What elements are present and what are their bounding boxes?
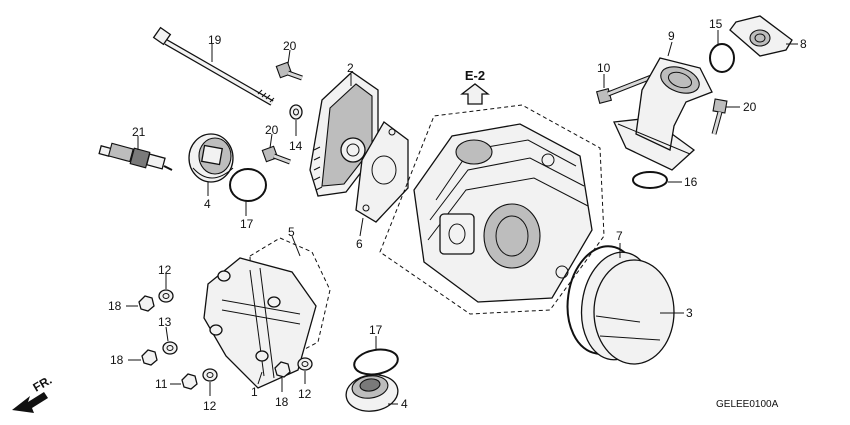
gasket-6 (355, 121, 409, 223)
callout-11: 11 (155, 377, 168, 391)
svg-text:FR.: FR. (31, 373, 55, 395)
callout-9: 9 (668, 29, 675, 43)
cylinder-head-e2 (379, 104, 605, 315)
callout-17: 17 (240, 217, 254, 231)
callout-2: 2 (347, 61, 354, 75)
callout-13: 13 (158, 315, 172, 329)
head-cover-5 (203, 237, 331, 389)
nut-18-bottom (274, 361, 291, 378)
spark-plug-21 (98, 142, 173, 171)
callout-17: 17 (369, 323, 383, 337)
callout-16: 16 (684, 175, 698, 189)
washer-13 (162, 341, 178, 355)
callout-19: 19 (208, 33, 222, 47)
section-ref-e2: E-2 (460, 68, 490, 105)
front-direction-indicator: FR. (12, 373, 54, 413)
bolt-20-upper (275, 61, 303, 81)
callout-8: 8 (800, 37, 807, 51)
svg-text:E-2: E-2 (465, 68, 485, 83)
tappet-cap-4-upper (188, 133, 234, 183)
arrow-up-icon (460, 83, 490, 105)
o-ring-17-lower (353, 348, 399, 376)
stud-bolt-19 (152, 26, 275, 106)
callout-12: 12 (158, 263, 172, 277)
callout-4: 4 (204, 197, 211, 211)
callout-20: 20 (283, 39, 297, 53)
reference-code: GELEE0100A (716, 399, 779, 410)
bolt-20-right (711, 98, 728, 135)
bolt-10 (595, 73, 655, 105)
callout-10: 10 (597, 61, 611, 75)
callout-18: 18 (110, 353, 124, 367)
callout-4: 4 (401, 397, 408, 411)
callout-15: 15 (709, 17, 723, 31)
callout-labels: 19 20 2 20 14 21 4 17 6 5 10 9 15 8 20 1… (108, 17, 807, 413)
nut-11 (181, 373, 198, 390)
callout-1: 1 (251, 385, 258, 399)
o-ring-15 (709, 43, 735, 73)
callout-12: 12 (298, 387, 312, 401)
o-ring-17-upper (229, 168, 267, 202)
callout-12: 12 (203, 399, 217, 413)
intake-manifold-9 (613, 57, 713, 171)
callout-6: 6 (356, 237, 363, 251)
o-ring-16 (632, 171, 668, 189)
insulator-8 (729, 15, 793, 57)
callout-5: 5 (288, 225, 295, 239)
callout-3: 3 (686, 306, 693, 320)
side-cover-3 (566, 245, 675, 365)
washer-14 (289, 104, 303, 120)
nut-18-upper (138, 295, 155, 312)
callout-21: 21 (132, 125, 146, 139)
callout-18: 18 (108, 299, 122, 313)
washer-12-upper (158, 289, 174, 303)
bolt-20-middle (261, 145, 291, 165)
callout-14: 14 (289, 139, 303, 153)
callout-18: 18 (275, 395, 289, 409)
arrow-front-icon (12, 392, 48, 413)
callout-7: 7 (616, 229, 623, 243)
washer-12-bottom (297, 357, 313, 371)
nut-18-lower (141, 349, 158, 366)
callout-20: 20 (743, 100, 757, 114)
callout-20: 20 (265, 123, 279, 137)
washer-12-lower (202, 368, 218, 382)
tappet-cap-4-lower (345, 374, 399, 412)
